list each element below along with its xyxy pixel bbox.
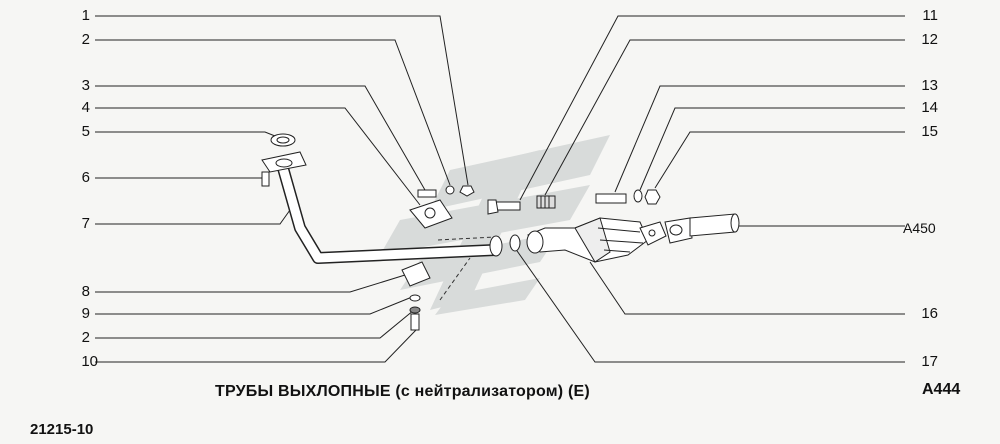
front-exhaust-pipe [277,166,503,264]
catalog-code: 21215-10 [30,421,94,438]
spring-12 [536,195,556,209]
callout-7: 7 [81,215,90,232]
figure-code: А444 [922,381,961,398]
bolt-11 [487,199,521,215]
callout-16: 16 [921,305,938,322]
callout-6: 6 [81,169,90,186]
intermediate-pipe [664,213,740,244]
callout-13: 13 [921,77,938,94]
callout-3: 3 [81,77,90,94]
seal-ring-17 [509,234,521,252]
bolt-13 [595,193,627,204]
callout-1: 1 [81,7,90,24]
watermark-logo [380,135,610,315]
diagram-caption: ТРУБЫ ВЫХЛОПНЫЕ (с нейтрализатором) (Е) [215,383,590,400]
callout-8: 8 [81,283,90,300]
reference-code: А450 [903,220,936,236]
pipe-flange [261,151,307,173]
callout-5: 5 [81,123,90,140]
clamp-lower [401,261,431,331]
callout-12: 12 [921,31,938,48]
callout-9: 9 [81,305,90,322]
callout-2: 2 [81,31,90,48]
callout-10: 10 [81,353,98,370]
gasket [270,133,296,147]
leader-lines [95,15,905,363]
callout-17: 17 [921,353,938,370]
nut-15 [644,189,661,205]
bolt-6 [261,171,270,187]
callout-14: 14 [921,99,938,116]
assembly-arrows [437,236,496,301]
washer-14 [633,189,643,203]
callout-15: 15 [921,123,938,140]
callout-2b: 2 [81,329,90,346]
catalytic-converter [526,217,667,263]
callout-11: 11 [922,7,938,24]
clamp-upper [409,185,475,229]
callout-4: 4 [81,99,90,116]
